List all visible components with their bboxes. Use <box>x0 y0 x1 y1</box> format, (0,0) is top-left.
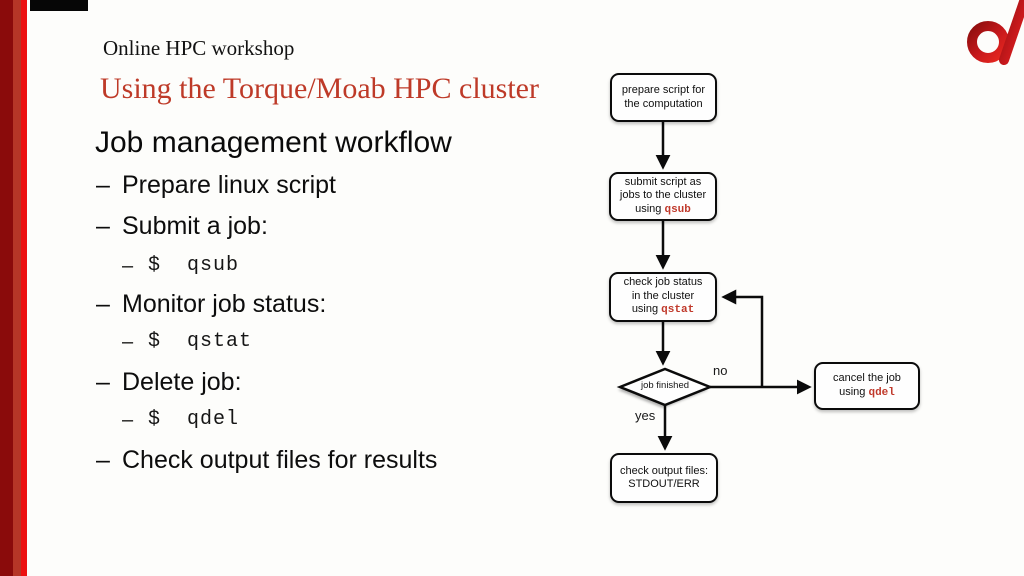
list-item-code: – $ qdel <box>122 408 239 432</box>
job-workflow-flowchart: prepare script for the computation submi… <box>580 40 1024 540</box>
node-cancel-job: cancel the job using qdel <box>814 362 920 410</box>
bullet-dash: – <box>122 331 134 353</box>
node-text: jobs to the cluster <box>619 189 707 202</box>
bullet-dash: – <box>96 290 110 318</box>
node-text: submit script as <box>624 175 702 188</box>
list-item-code: – $ qstat <box>122 330 252 354</box>
list-item: – Submit a job: <box>96 212 268 241</box>
node-text: check job status <box>623 276 703 289</box>
flowchart-connectors <box>616 122 812 451</box>
bullet-dash: – <box>122 409 134 431</box>
node-text: using qdel <box>839 385 895 399</box>
node-submit-script: submit script as jobs to the cluster usi… <box>609 172 717 221</box>
qsub-command: qsub <box>664 203 691 216</box>
section-heading: Job management workflow <box>95 126 452 159</box>
slide-pretitle: Online HPC workshop <box>103 36 295 60</box>
list-item-text: Submit a job: <box>122 212 268 240</box>
slide-title: Using the Torque/Moab HPC cluster <box>100 72 539 105</box>
node-text: check output files: <box>619 464 709 477</box>
command-text: $ qsub <box>148 254 240 277</box>
no-edge-label: no <box>713 363 728 378</box>
node-prepare-script: prepare script for the computation <box>610 73 717 122</box>
decision-label: job finished <box>640 380 690 391</box>
list-item-text: Check output files for results <box>122 446 438 474</box>
qdel-command: qdel <box>868 386 895 399</box>
list-item-text: Monitor job status: <box>122 290 327 318</box>
yes-edge-label: yes <box>635 408 656 423</box>
list-item: – Monitor job status: <box>96 290 326 319</box>
node-text: using qstat <box>631 303 695 317</box>
bullet-dash: – <box>96 446 110 474</box>
qstat-command: qstat <box>661 304 695 317</box>
list-item-code: – $ qsub <box>122 254 239 278</box>
node-text: the computation <box>624 97 703 110</box>
list-item: – Delete job: <box>96 368 242 397</box>
left-stripe-dark <box>0 0 13 576</box>
node-text: in the cluster <box>631 289 695 302</box>
node-text: prepare script for <box>621 84 706 96</box>
node-text: using qsub <box>635 202 691 216</box>
bullet-dash: – <box>96 171 110 199</box>
command-text: $ qdel <box>148 408 240 431</box>
bullet-dash: – <box>96 368 110 396</box>
decision-diamond <box>616 367 714 407</box>
bullet-dash: – <box>96 212 110 240</box>
node-text: STDOUT/ERR <box>628 478 700 490</box>
left-stripe-bright <box>21 0 27 576</box>
list-item-text: Prepare linux script <box>122 171 336 199</box>
left-stripe-mid <box>13 0 21 576</box>
list-item: – Prepare linux script <box>96 171 336 200</box>
node-check-status: check job status in the cluster using qs… <box>609 272 717 322</box>
list-item-text: Delete job: <box>122 368 242 396</box>
node-text: cancel the job <box>833 372 901 384</box>
alpha-logo-icon <box>967 0 1024 65</box>
bullet-dash: – <box>122 255 134 277</box>
list-item: – Check output files for results <box>96 446 437 475</box>
top-left-black-patch <box>30 0 88 11</box>
command-text: $ qstat <box>148 330 253 353</box>
node-check-output: check output files: STDOUT/ERR <box>610 453 718 503</box>
